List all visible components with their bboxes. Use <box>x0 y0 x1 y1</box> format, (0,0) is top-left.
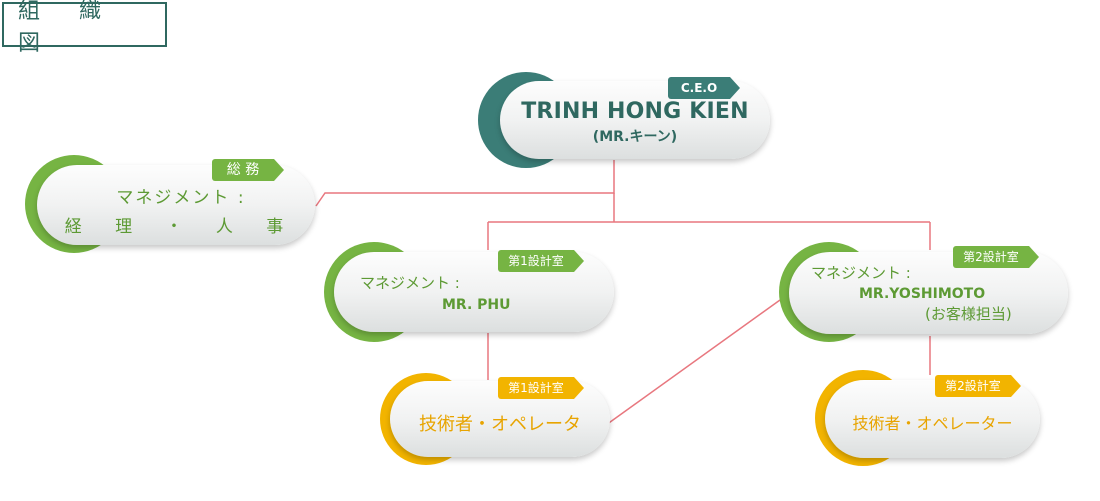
ceo-name: TRINH HONG KIEN <box>521 98 749 124</box>
operator-2-label: 技術者・オペレーター <box>852 414 1013 433</box>
design-room-1-role: マネジメント : <box>360 273 460 292</box>
general-affairs-role: マネジメント : <box>116 188 246 208</box>
design-room-2-note: (お客様担当) <box>925 305 1012 323</box>
ceo-subtitle: (MR.キーン) <box>592 128 678 145</box>
operator-1-node: 技術者・オペレータ 第1設計室 <box>380 373 612 465</box>
design-room-2-pill: マネジメント : MR.YOSHIMOTO (お客様担当) <box>789 252 1068 334</box>
design-room-2-role: マネジメント : <box>811 264 911 282</box>
operator-1-label: 技術者・オペレータ <box>419 414 581 435</box>
design-room-1-node: マネジメント : MR. PHU 第1設計室 <box>324 242 616 342</box>
ceo-node: TRINH HONG KIEN (MR.キーン) C.E.O <box>478 72 772 168</box>
link-room2-operator1 <box>605 299 781 426</box>
general-affairs-node: マネジメント : 経 理 ・ 人 事 総 務 <box>25 155 318 253</box>
design-room-1-tag: 第1設計室 <box>498 250 584 272</box>
design-room-2-tag: 第2設計室 <box>953 246 1039 268</box>
link-ceo-general <box>315 160 615 207</box>
operator-2-pill: 技術者・オペレーター <box>825 380 1040 458</box>
general-affairs-scope: 経 理 ・ 人 事 <box>64 217 298 237</box>
operator-2-node: 技術者・オペレーター 第2設計室 <box>815 370 1042 466</box>
operator-1-tag: 第1設計室 <box>498 377 584 399</box>
design-room-1-manager: MR. PHU <box>442 296 511 313</box>
ceo-tag: C.E.O <box>668 77 740 99</box>
design-room-2-manager: MR.YOSHIMOTO <box>859 286 986 302</box>
ceo-pill: TRINH HONG KIEN (MR.キーン) <box>500 81 770 159</box>
design-room-2-node: マネジメント : MR.YOSHIMOTO (お客様担当) 第2設計室 <box>779 242 1070 342</box>
general-affairs-tag: 総 務 <box>212 159 284 181</box>
operator-2-tag: 第2設計室 <box>935 375 1021 397</box>
